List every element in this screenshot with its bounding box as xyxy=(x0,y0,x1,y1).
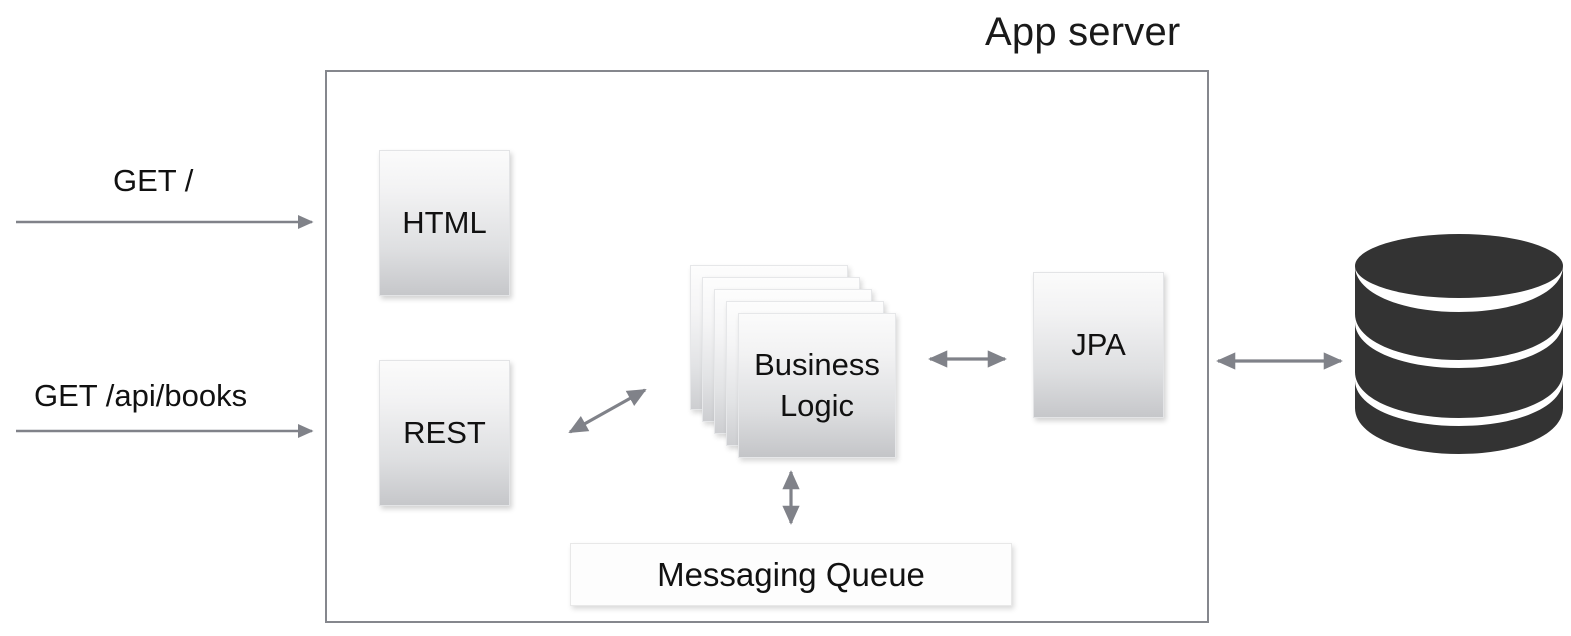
business-logic-label-line1: Business xyxy=(754,347,880,383)
app-server-title: App server xyxy=(985,10,1181,54)
request-label-get-api-books: GET /api/books xyxy=(34,378,248,413)
component-messaging-queue: Messaging Queue xyxy=(570,543,1012,606)
component-jpa: JPA xyxy=(1033,272,1164,418)
database-icon xyxy=(1355,234,1563,454)
business-logic-layer-front: Business Logic xyxy=(738,313,896,458)
business-logic-label-line2: Logic xyxy=(779,387,855,423)
component-html: HTML xyxy=(379,150,510,296)
app-server-container xyxy=(325,70,1209,623)
component-business-logic: Business Logic xyxy=(690,265,950,470)
request-label-get-root: GET / xyxy=(113,163,194,198)
component-rest: REST xyxy=(379,360,510,506)
